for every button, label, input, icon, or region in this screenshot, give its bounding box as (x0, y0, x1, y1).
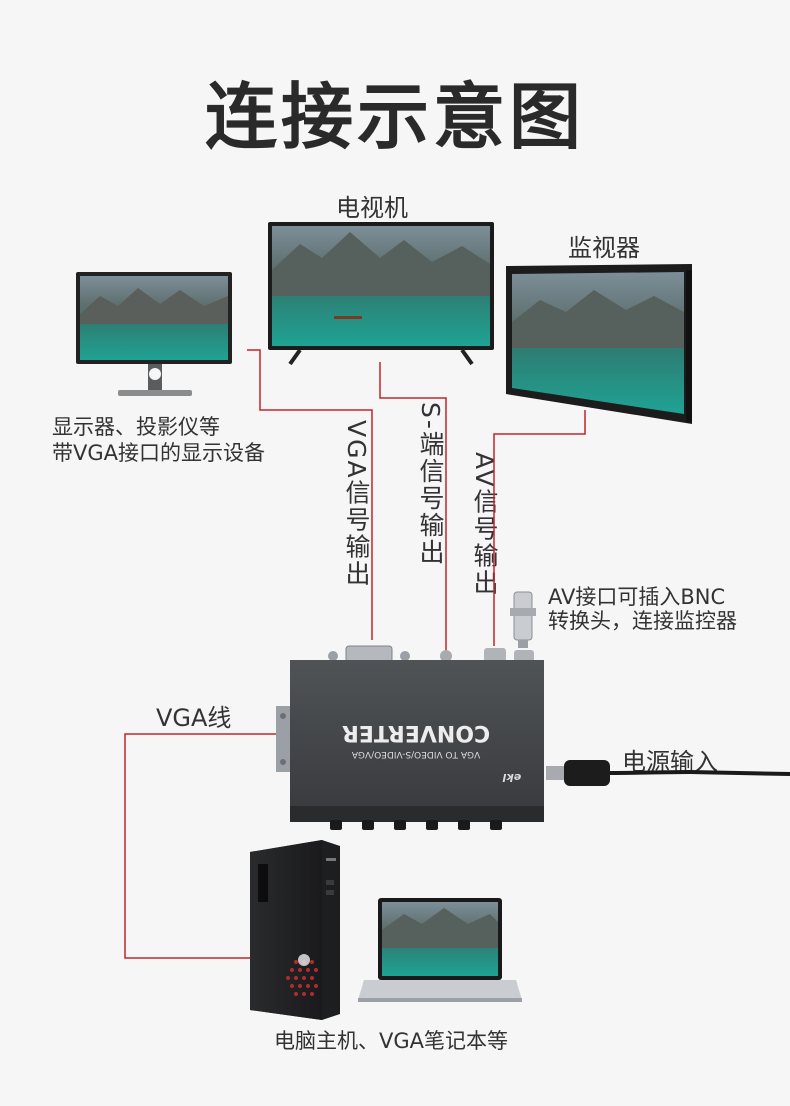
bnc-note-line1: AV接口可插入BNC (548, 585, 726, 609)
vga-cable-label: VGA线 (156, 704, 232, 732)
converter-box: CONVERTER VGA TO VIDEO/S-VIDEO/VGA ekl (276, 645, 544, 830)
s-video-output-label: S-端信号输出 (416, 402, 445, 566)
diagram-title: 连接示意图 (204, 75, 585, 159)
power-cable (546, 760, 790, 786)
pc-label: 电脑主机、VGA笔记本等 (274, 1029, 509, 1053)
converter-model: VGA TO VIDEO/S-VIDEO/VGA (351, 749, 480, 759)
monitor-device (506, 264, 692, 424)
av-output-line (493, 410, 586, 646)
converter-brand: CONVERTER (342, 720, 490, 745)
tv-device (268, 222, 494, 366)
vga-output-line (247, 349, 373, 640)
pc-tower (250, 840, 340, 1020)
converter-logo: ekl (502, 771, 521, 784)
display-label-line2: 带VGA接口的显示设备 (52, 441, 266, 465)
tv-label: 电视机 (336, 194, 408, 222)
connection-lines (124, 349, 586, 959)
vga-cable-line (124, 733, 276, 959)
bnc-note-line2: 转换头，连接监控器 (548, 609, 737, 633)
desktop-display (76, 272, 232, 396)
display-label-line1: 显示器、投影仪等 (52, 415, 220, 439)
laptop-device (358, 898, 522, 1002)
pc-red-grille (286, 960, 318, 996)
bnc-adapter (510, 591, 536, 648)
s-video-output-line (379, 362, 447, 658)
monitor-label: 监视器 (568, 234, 640, 262)
vga-output-label: VGA信号输出 (342, 420, 371, 588)
front-ports (330, 820, 502, 830)
